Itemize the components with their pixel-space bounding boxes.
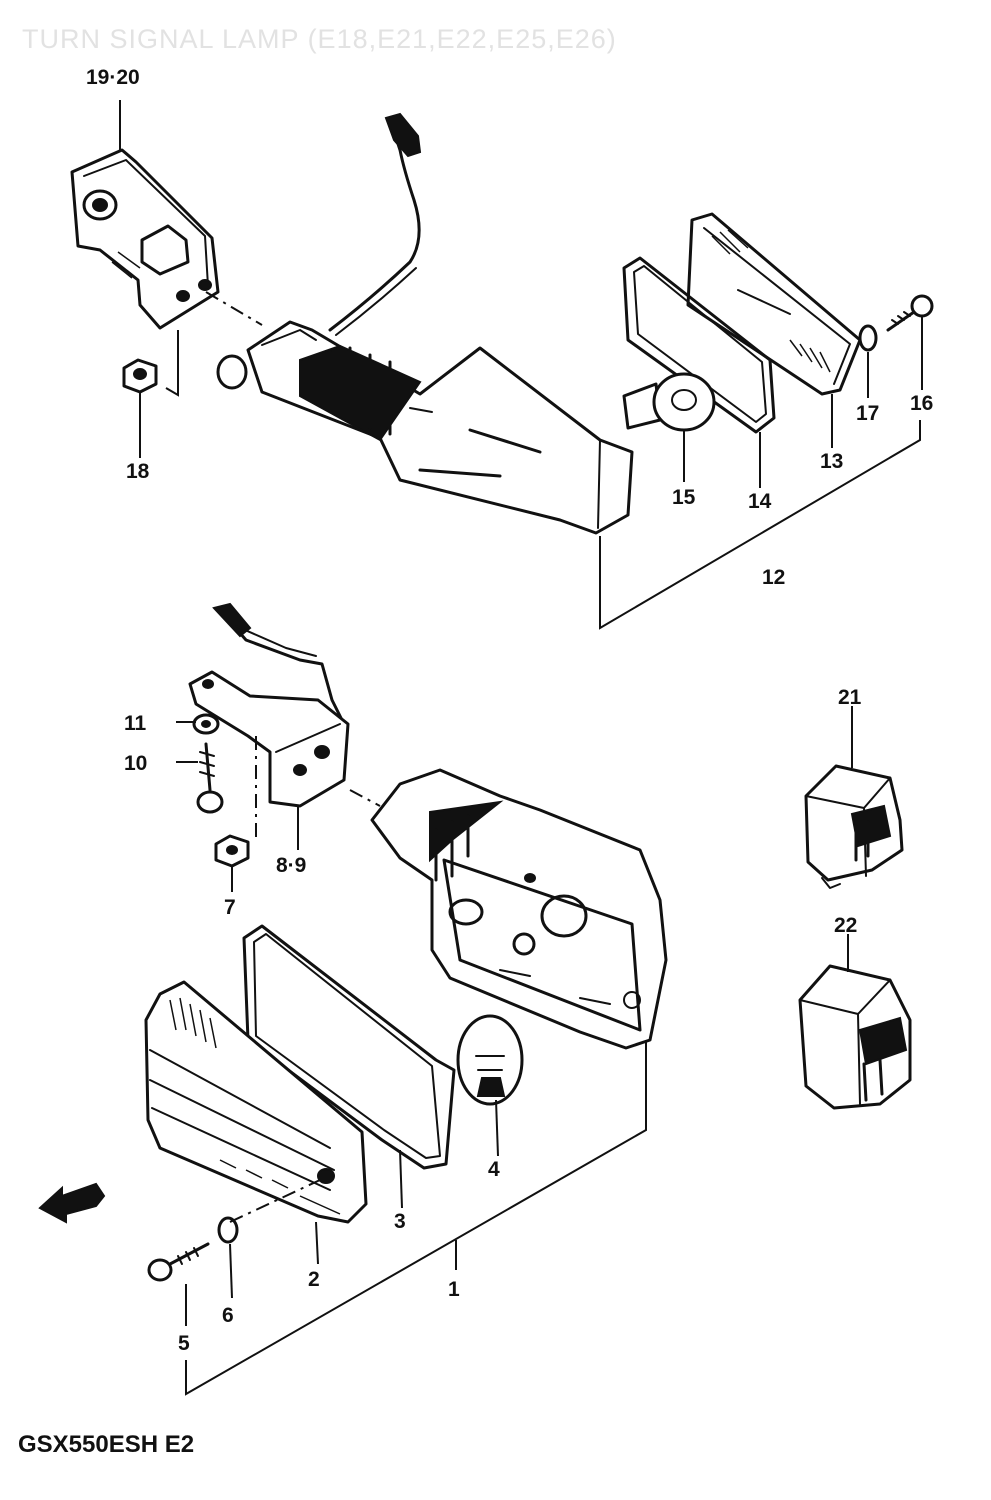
callout-22: 22 — [834, 914, 857, 937]
callout-13: 13 — [820, 450, 843, 473]
lamp-housing-part-12 — [216, 320, 634, 535]
front-turn-signal-assembly — [38, 602, 668, 1396]
nut-part-18 — [122, 358, 158, 394]
callout-12: 12 — [762, 566, 785, 589]
bracket-part-19-20 — [70, 148, 220, 330]
rear-turn-signal-assembly — [70, 100, 934, 630]
callout-1: 1 — [448, 1278, 460, 1301]
callout-19-20: 19·20 — [86, 66, 140, 89]
callout-11: 11 — [124, 712, 147, 735]
callout-7: 7 — [224, 896, 236, 919]
relay-part-22 — [798, 964, 912, 1110]
callout-5: 5 — [178, 1332, 190, 1355]
bolt-part-10 — [196, 742, 224, 814]
washer-part-17 — [858, 324, 878, 352]
washer-part-11 — [192, 713, 220, 735]
callout-2: 2 — [308, 1268, 320, 1291]
callout-3: 3 — [394, 1210, 406, 1233]
screw-part-16 — [886, 294, 934, 332]
bracket-part-8-9 — [188, 670, 350, 808]
washer-part-6 — [217, 1216, 239, 1244]
callout-8-9: 8·9 — [276, 854, 306, 877]
front-direction-arrow-icon — [38, 1182, 106, 1224]
model-code: GSX550ESH E2 — [18, 1431, 194, 1458]
callout-10: 10 — [124, 752, 147, 775]
diagram-title: TURN SIGNAL LAMP (E18,E21,E22,E25,E26) — [22, 24, 617, 54]
callout-16: 16 — [910, 392, 933, 415]
callout-21: 21 — [838, 686, 862, 709]
gasket-part-14 — [622, 256, 776, 434]
bulb-part-15 — [622, 372, 716, 432]
screw-part-5 — [147, 1242, 210, 1282]
lens-part-13 — [686, 212, 862, 396]
callout-4: 4 — [488, 1158, 500, 1181]
lens-part-2 — [144, 980, 368, 1224]
nut-part-7 — [214, 834, 250, 868]
relay-part-21 — [804, 764, 904, 889]
callout-17: 17 — [856, 402, 879, 425]
callout-14: 14 — [748, 490, 772, 513]
bulb-part-4 — [456, 1014, 524, 1106]
callout-18: 18 — [126, 460, 150, 483]
lamp-housing-part-1 — [370, 768, 668, 1050]
callout-6: 6 — [222, 1304, 234, 1327]
callout-15: 15 — [672, 486, 696, 509]
